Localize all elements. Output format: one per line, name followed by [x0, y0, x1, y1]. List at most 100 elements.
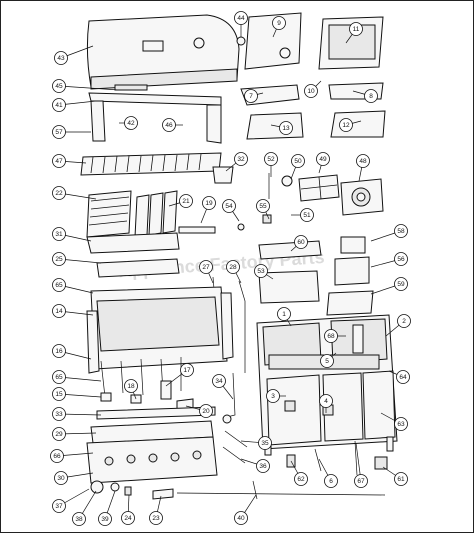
callout-59: 59	[370, 277, 408, 295]
callout-circle	[394, 252, 408, 266]
callout-41: 41	[52, 98, 97, 112]
callout-number: 49	[319, 156, 327, 163]
callout-62: 62	[290, 460, 308, 486]
callout-circle	[72, 512, 86, 526]
part-warming-rack	[80, 152, 222, 176]
callout-67: 67	[354, 442, 368, 488]
callout-circle	[52, 304, 66, 318]
callout-circle	[234, 11, 248, 25]
callout-number: 43	[57, 55, 65, 62]
callout-number: 55	[259, 203, 267, 210]
callout-37: 37	[52, 488, 90, 513]
callout-number: 20	[202, 408, 210, 415]
callout-29: 29	[52, 427, 97, 441]
callout-circle	[52, 186, 66, 200]
callout-circle	[121, 511, 135, 525]
callout-circle	[202, 196, 216, 210]
callout-22: 22	[52, 186, 97, 200]
callout-66: 66	[50, 449, 94, 463]
callout-number: 42	[127, 120, 135, 127]
callout-circle	[291, 154, 305, 168]
callout-number: 10	[307, 88, 315, 95]
callout-circle	[162, 118, 176, 132]
part-valve-15	[100, 392, 112, 402]
callout-number: 4	[324, 398, 328, 405]
callout-40: 40	[234, 494, 257, 525]
callout-number: 40	[237, 515, 245, 522]
part-6	[314, 448, 322, 472]
callout-56: 56	[370, 252, 408, 268]
callout-7: 7	[244, 89, 264, 103]
callout-48: 48	[356, 154, 370, 182]
callout-58: 58	[370, 224, 408, 242]
part-handle	[114, 84, 148, 91]
callout-circle	[212, 374, 226, 388]
callout-number: 45	[55, 83, 63, 90]
callout-15: 15	[52, 387, 102, 401]
callout-24: 24	[121, 494, 135, 525]
callout-circle	[394, 224, 408, 238]
callout-circle	[54, 51, 68, 65]
callout-42: 42	[119, 116, 138, 130]
callout-46: 46	[162, 118, 183, 132]
callout-circle	[349, 22, 363, 36]
callout-number: 17	[183, 367, 191, 374]
callout-number: 18	[127, 383, 135, 390]
callout-number: 19	[205, 200, 213, 207]
callout-61: 61	[382, 466, 408, 486]
callout-circle	[180, 363, 194, 377]
callout-circle	[52, 98, 66, 112]
callout-number: 34	[215, 378, 223, 385]
callout-number: 31	[55, 231, 63, 238]
callout-number: 61	[397, 476, 405, 483]
part-manifold	[96, 406, 216, 420]
callout-number: 39	[101, 516, 109, 523]
callout-number: 63	[397, 421, 405, 428]
callout-circle	[319, 394, 333, 408]
callout-circle	[124, 116, 138, 130]
callout-circle	[396, 370, 410, 384]
callout-number: 54	[225, 203, 233, 210]
callout-circle	[52, 407, 66, 421]
callout-circle	[226, 260, 240, 274]
callout-number: 21	[182, 198, 190, 205]
callout-number: 27	[202, 264, 210, 271]
callout-number: 57	[55, 129, 63, 136]
callout-number: 24	[124, 515, 132, 522]
callout-circle	[222, 199, 236, 213]
part-control-panel	[86, 420, 218, 484]
callout-17: 17	[165, 363, 194, 387]
callout-number: 38	[75, 516, 83, 523]
callout-20: 20	[185, 404, 213, 418]
callout-number: 35	[261, 440, 269, 447]
callout-leader	[58, 413, 102, 416]
callout-circle	[52, 387, 66, 401]
callout-63: 63	[380, 412, 408, 431]
callout-number: 50	[294, 158, 302, 165]
callout-21: 21	[168, 194, 193, 208]
callout-5: 5	[320, 352, 337, 368]
callout-33: 33	[52, 407, 102, 421]
callout-35: 35	[240, 436, 272, 450]
callout-circle	[179, 194, 193, 208]
part-cart	[256, 314, 398, 456]
callout-47: 47	[52, 154, 87, 168]
callout-number: 28	[229, 264, 237, 271]
part-knob-39	[110, 482, 120, 492]
callout-51: 51	[291, 208, 314, 222]
callout-31: 31	[52, 227, 92, 242]
callout-number: 64	[399, 374, 407, 381]
callout-number: 8	[369, 93, 373, 100]
callout-number: 56	[397, 256, 405, 263]
callout-64: 64	[388, 370, 410, 384]
callout-1: 1	[277, 307, 292, 327]
callout-number: 5	[325, 358, 329, 365]
part-panel-59	[326, 290, 374, 316]
callout-circle	[199, 260, 213, 274]
callout-number: 41	[55, 102, 63, 109]
callout-53: 53	[254, 264, 274, 280]
callout-23: 23	[149, 495, 163, 525]
part-tray-12	[330, 110, 386, 138]
callout-circle	[300, 208, 314, 222]
